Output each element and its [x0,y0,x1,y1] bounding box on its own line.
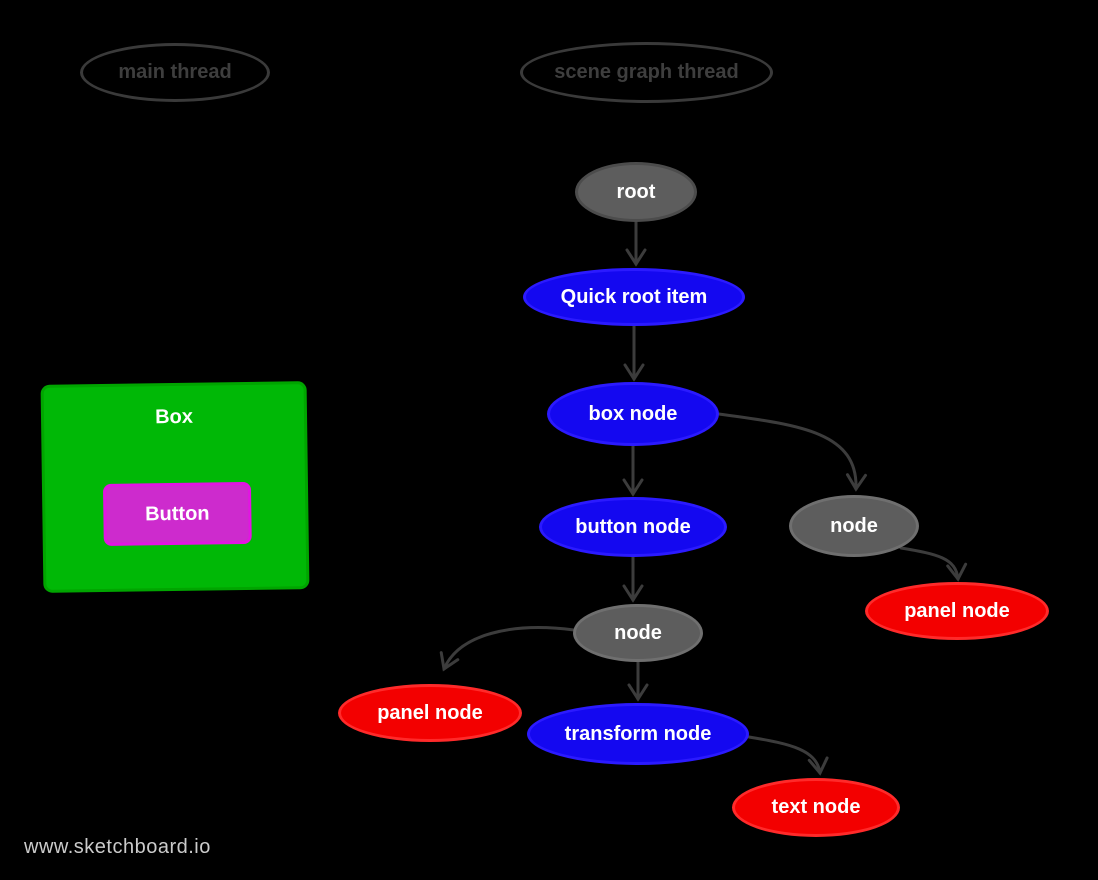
node-panel-node-right-label: panel node [904,599,1010,622]
node-button-node[interactable]: button node [539,497,727,557]
box-label: Box [154,405,194,429]
button-label: Button [145,502,210,525]
node-quick-root-item[interactable]: Quick root item [523,268,745,326]
main-thread-ellipse[interactable]: main thread [80,43,270,102]
edge-node-right-to-panel-node-right [899,546,968,582]
node-root-label: root [616,180,656,203]
main-thread-label: main thread [118,61,232,83]
node-mid[interactable]: node [573,604,703,662]
button-shape[interactable]: Button [102,481,252,546]
sketchboard-watermark: www.sketchboard.io [24,836,211,858]
node-button-node-label: button node [575,515,691,538]
node-right-label: node [830,514,878,537]
edge-transform-node-to-text-node [747,735,829,776]
node-mid-label: node [614,621,662,644]
scene-graph-thread-label: scene graph thread [554,61,739,83]
box-shape[interactable]: Box Button [40,381,310,593]
node-text-node[interactable]: text node [732,778,900,837]
edge-box-node-to-node-right [717,412,867,492]
scene-graph-thread-ellipse[interactable]: scene graph thread [520,42,773,103]
node-box-node-label: box node [588,402,678,425]
node-panel-node-left[interactable]: panel node [338,684,522,742]
node-right[interactable]: node [789,495,919,557]
node-quick-root-item-label: Quick root item [560,285,708,308]
edge-node-mid-to-panel-node-left [439,626,576,672]
node-root[interactable]: root [575,162,697,222]
node-panel-node-left-label: panel node [377,701,483,724]
node-transform-node-label: transform node [564,722,712,745]
node-text-node-label: text node [771,796,861,818]
node-panel-node-right[interactable]: panel node [865,582,1049,640]
node-transform-node[interactable]: transform node [527,703,749,765]
node-box-node[interactable]: box node [547,382,719,446]
